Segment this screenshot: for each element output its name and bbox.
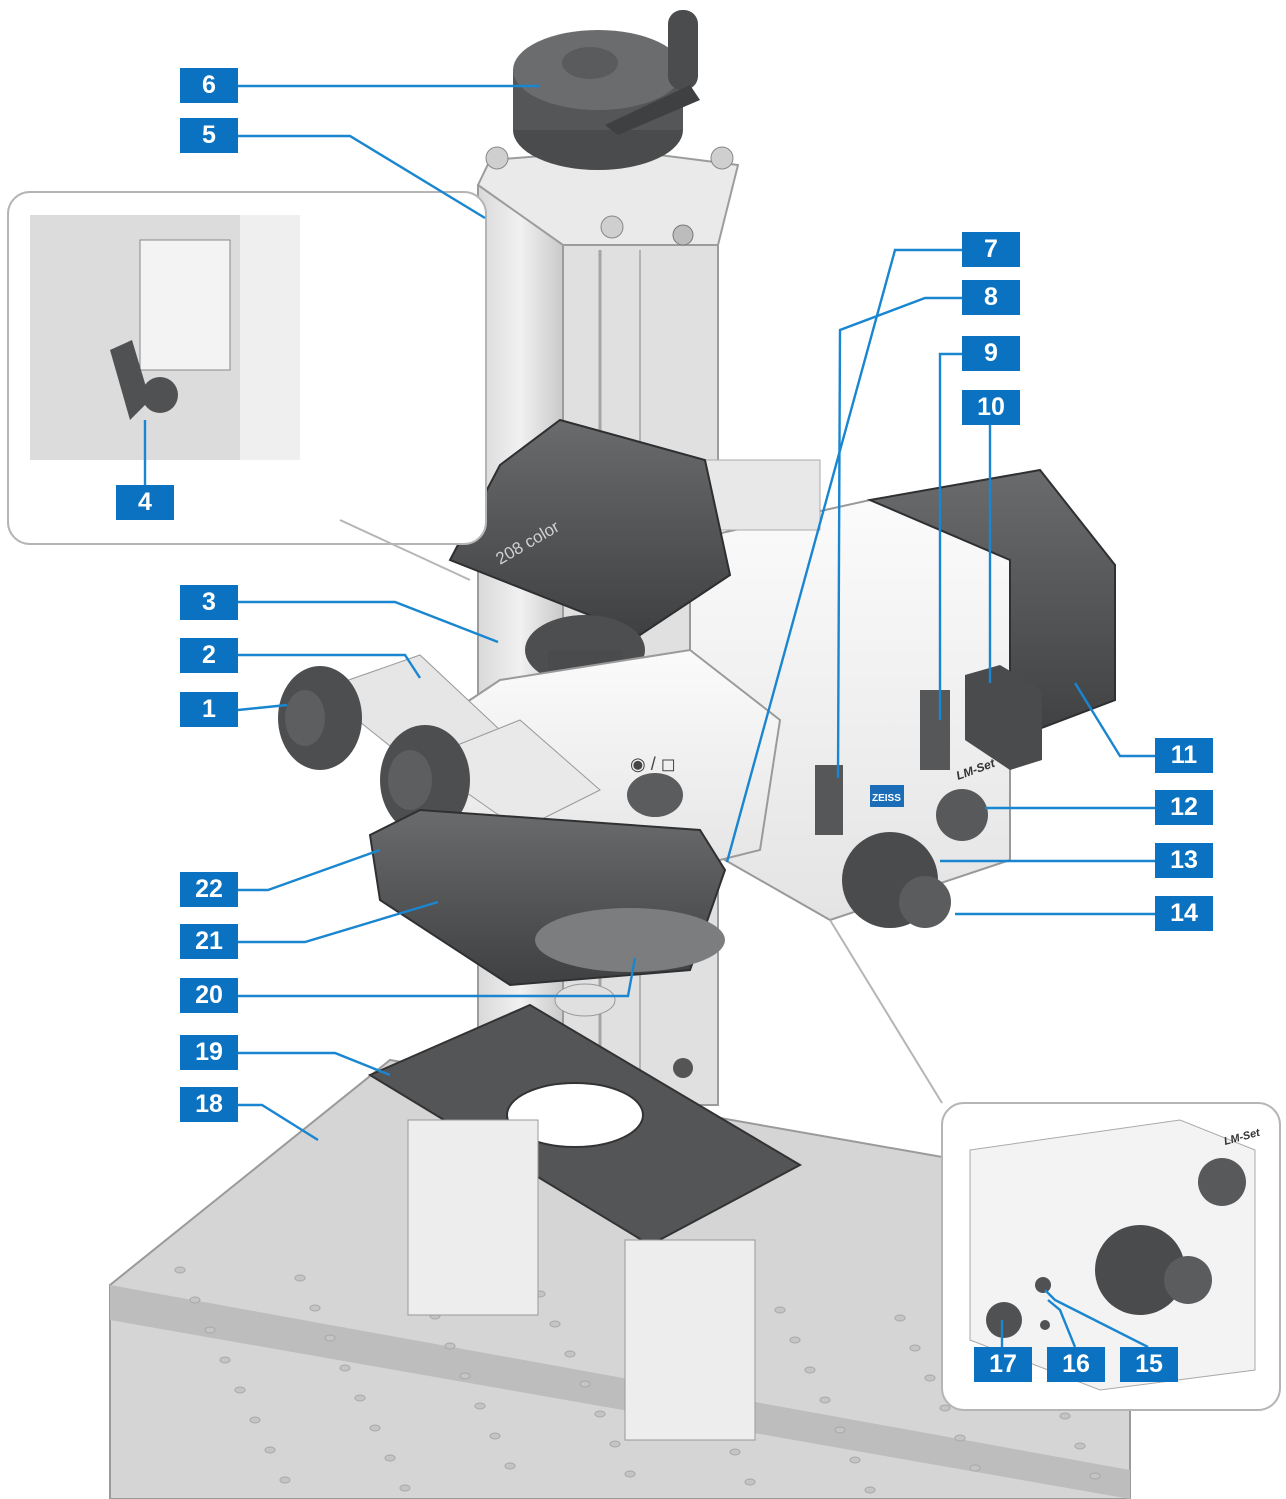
nosepiece: [368, 808, 727, 1017]
leader-line-1: [237, 703, 288, 712]
table-hole: [384, 1454, 396, 1462]
leader-line-11: [1073, 682, 1155, 758]
callout-13: 13: [1155, 843, 1213, 878]
callout-15: 15: [1120, 1347, 1178, 1382]
table-hole: [729, 1448, 741, 1456]
callout-8: 8: [962, 280, 1020, 315]
table-hole: [249, 1416, 261, 1424]
table-hole: [444, 1342, 456, 1350]
callout-21: 21: [180, 924, 238, 959]
eye-camera-symbol: ◉ / ◻: [630, 754, 676, 774]
table-hole: [804, 1366, 816, 1374]
table-hole: [324, 1334, 336, 1342]
callout-2: 2: [180, 638, 238, 673]
stage-plate: [367, 1003, 803, 1441]
table-hole: [564, 1350, 576, 1358]
callout-14: 14: [1155, 896, 1213, 931]
leader-line-19: [238, 1051, 391, 1077]
table-hole: [339, 1364, 351, 1372]
table-hole: [969, 1464, 981, 1472]
table-hole: [219, 1356, 231, 1364]
table-hole: [849, 1456, 861, 1464]
callout-16: 16: [1047, 1347, 1105, 1382]
table-hole: [369, 1424, 381, 1432]
callout-20: 20: [180, 978, 238, 1013]
table-hole: [234, 1386, 246, 1394]
table-hole: [579, 1380, 591, 1388]
leader-line-18: [238, 1103, 319, 1142]
table-hole: [354, 1394, 366, 1402]
table-hole: [594, 1410, 606, 1418]
callout-9: 9: [962, 336, 1020, 371]
callout-5: 5: [180, 118, 238, 153]
table-hole: [609, 1440, 621, 1448]
table-hole: [549, 1320, 561, 1328]
callout-1: 1: [180, 692, 238, 727]
leader-line-22: [238, 848, 381, 892]
table-hole: [1074, 1442, 1086, 1450]
callout-18: 18: [180, 1087, 238, 1122]
inset-rear-ports: [829, 919, 1281, 1411]
table-hole: [309, 1304, 321, 1312]
brand-badge-bg: [870, 785, 904, 807]
table-hole: [834, 1426, 846, 1434]
table-hole: [939, 1404, 951, 1412]
table-hole: [279, 1476, 291, 1484]
table-hole: [504, 1462, 516, 1470]
callout-7: 7: [962, 232, 1020, 267]
table-hole: [1089, 1472, 1101, 1480]
leader-line-20: [238, 957, 637, 998]
callout-22: 22: [180, 872, 238, 907]
leader-line-16: [1047, 1299, 1077, 1348]
callout-10: 10: [962, 390, 1020, 425]
table-hole: [924, 1374, 936, 1382]
table-hole: [819, 1396, 831, 1404]
callout-3: 3: [180, 585, 238, 620]
table-hole: [1059, 1412, 1071, 1420]
callout-17: 17: [974, 1347, 1032, 1382]
callout-11: 11: [1155, 738, 1213, 773]
callout-6: 6: [180, 68, 238, 103]
brand-badge-text: ZEISS: [872, 793, 901, 804]
callout-19: 19: [180, 1035, 238, 1070]
table-hole: [789, 1336, 801, 1344]
table-hole: [954, 1434, 966, 1442]
table-hole: [774, 1306, 786, 1314]
table-hole: [189, 1296, 201, 1304]
callout-4: 4: [116, 485, 174, 520]
table-hole: [624, 1470, 636, 1478]
table-hole: [459, 1372, 471, 1380]
leader-line-21: [238, 900, 439, 944]
leader-line-3: [238, 600, 499, 644]
inset-lock-lever: [7, 191, 487, 581]
leader-line-15: [1044, 1289, 1149, 1349]
table-hole: [489, 1432, 501, 1440]
table-hole: [894, 1314, 906, 1322]
table-hole: [204, 1326, 216, 1334]
focus-crank: [513, 10, 700, 170]
leader-line-8: [836, 296, 962, 779]
leader-lines: [143, 84, 1155, 1349]
table-hole: [174, 1266, 186, 1274]
leader-line-5: [238, 134, 486, 220]
eyepieces: [278, 654, 601, 835]
table-hole: [864, 1486, 876, 1494]
leader-line-2: [238, 653, 422, 679]
leader-line-9: [938, 352, 962, 720]
base-plate: [109, 1058, 1131, 1499]
table-hole: [399, 1484, 411, 1492]
leader-line-7: [725, 248, 962, 863]
stand-arm: [689, 459, 1116, 928]
callout-12: 12: [1155, 790, 1213, 825]
table-hole: [294, 1274, 306, 1282]
table-hole: [909, 1344, 921, 1352]
table-hole: [474, 1402, 486, 1410]
table-hole: [264, 1446, 276, 1454]
table-hole: [744, 1478, 756, 1486]
